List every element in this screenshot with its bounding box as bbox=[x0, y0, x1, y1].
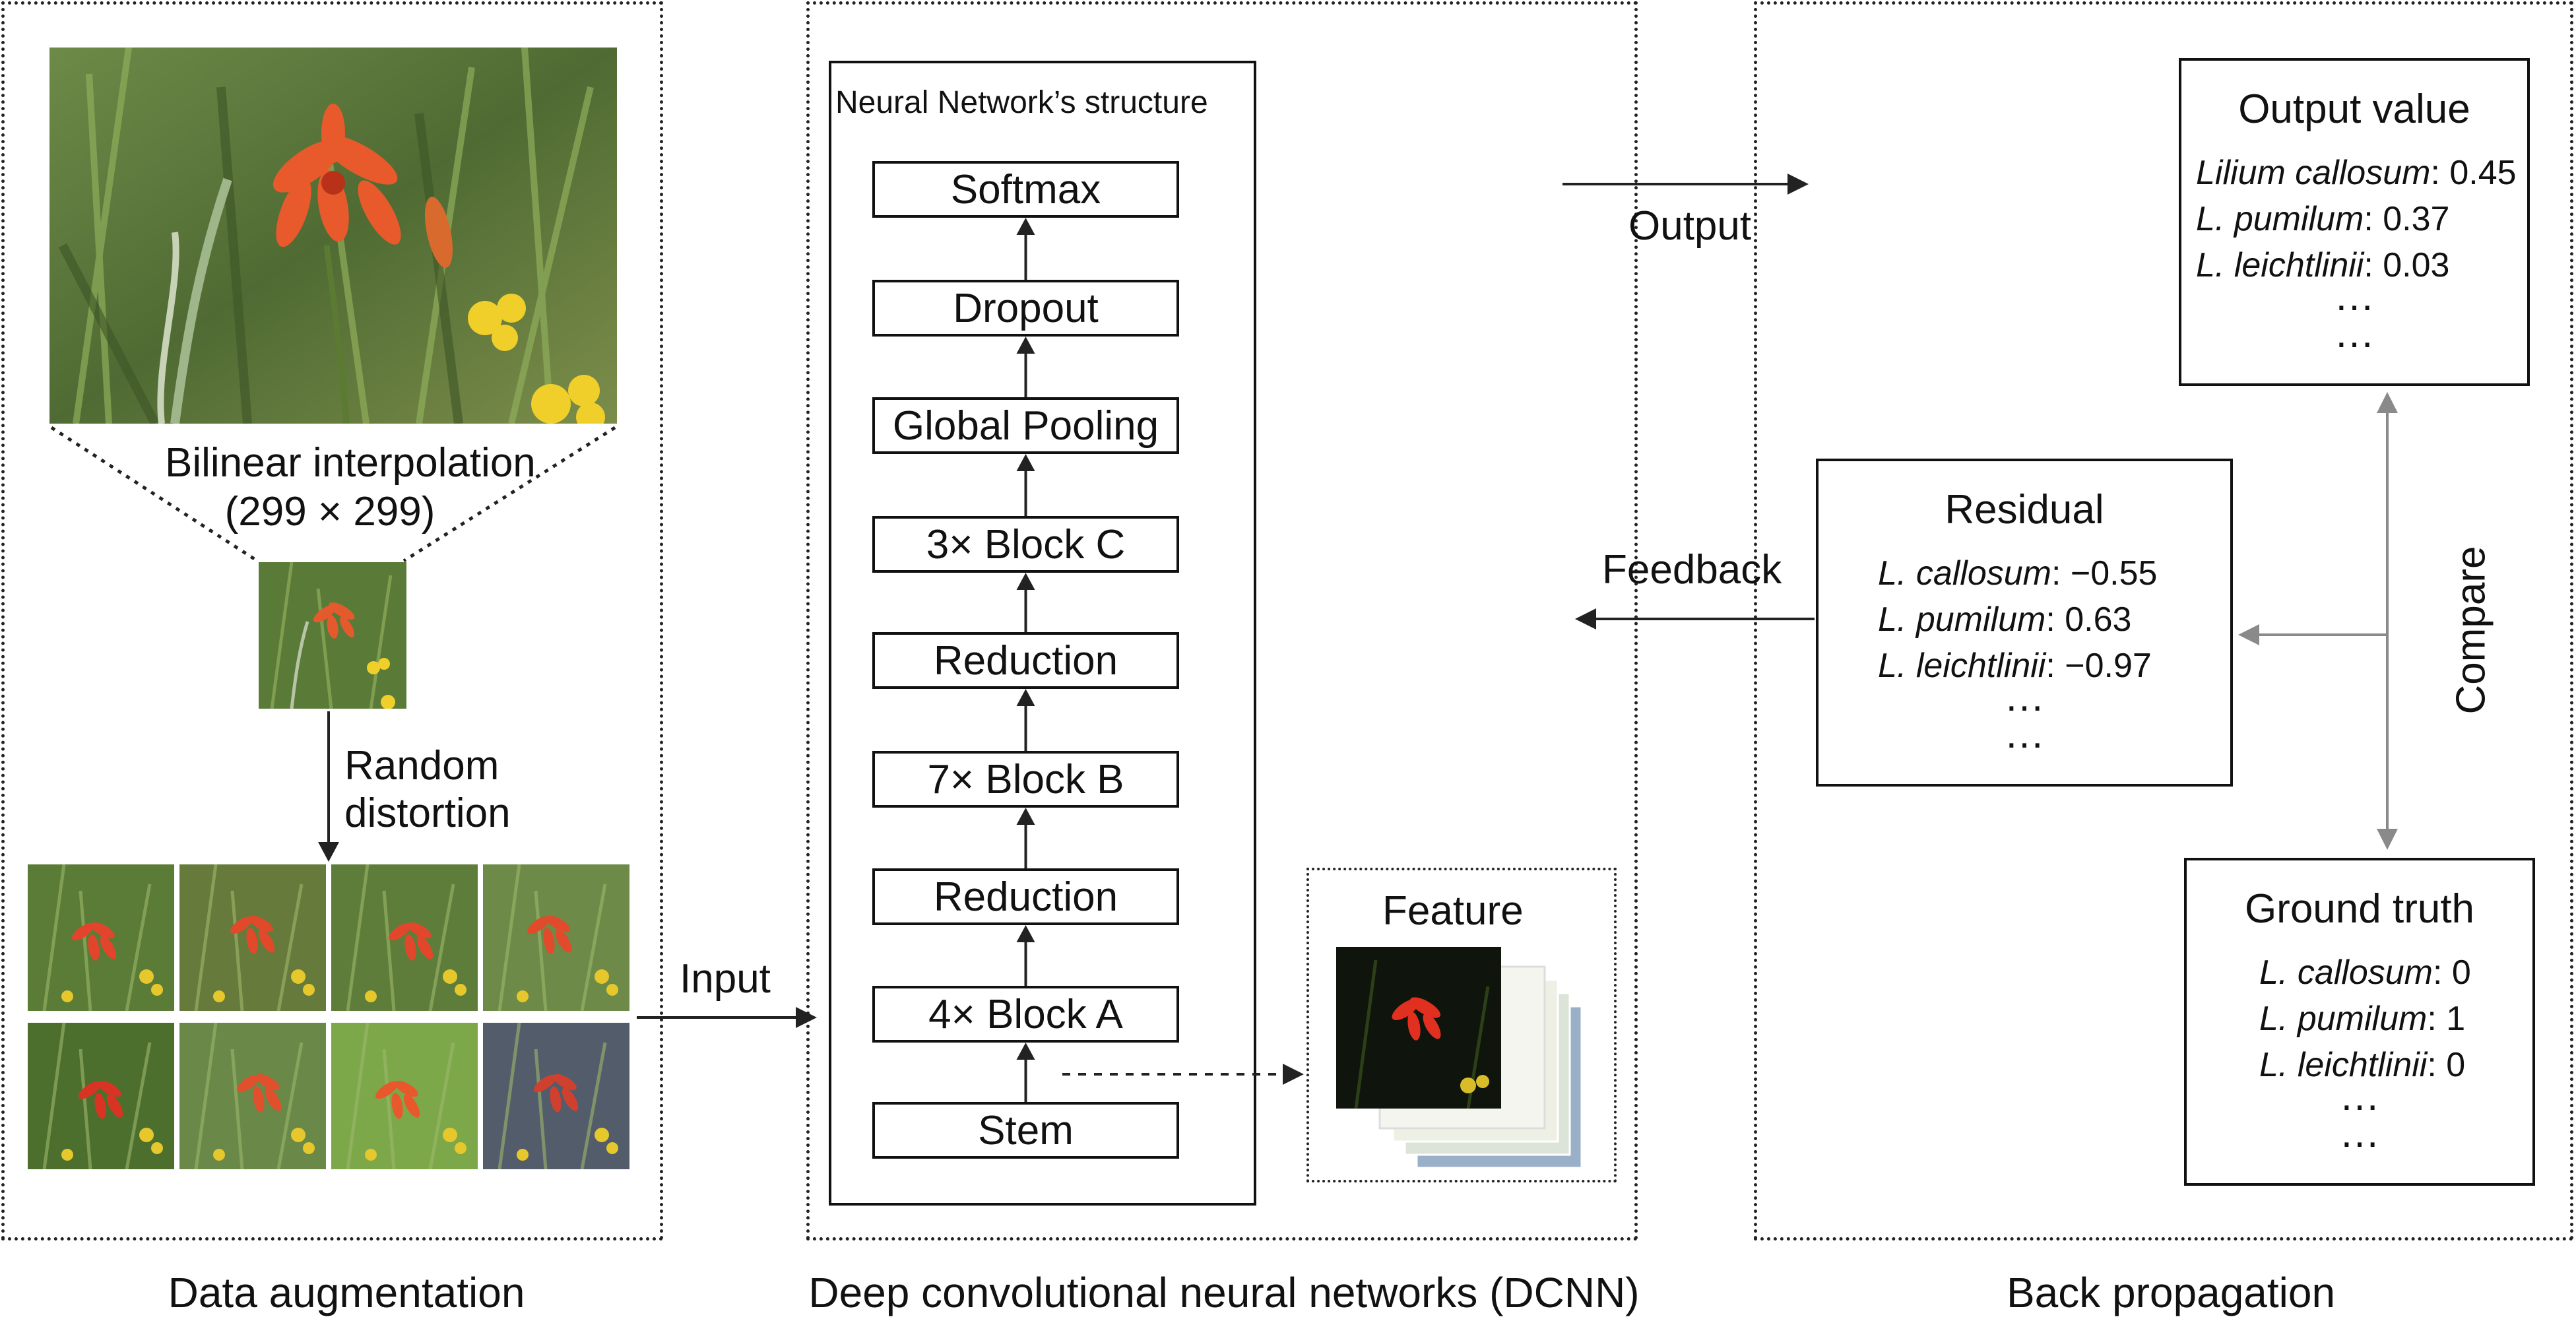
compare-label: Compare bbox=[2448, 546, 2494, 715]
random-label: Random bbox=[344, 743, 499, 789]
lily-photo-large bbox=[49, 48, 617, 424]
output-value-row: L. pumilum: 0.37 bbox=[2196, 199, 2449, 239]
layer-softmax: Softmax bbox=[872, 161, 1179, 218]
layer-4-block-a: 4× Block A bbox=[872, 986, 1179, 1043]
caption-data-augmentation: Data augmentation bbox=[168, 1269, 525, 1316]
caption-back-propagation: Back propagation bbox=[2006, 1269, 2336, 1316]
layer-reduction: Reduction bbox=[872, 868, 1179, 925]
ellipsis: … bbox=[2004, 711, 2045, 757]
ground-truth-title: Ground truth bbox=[2244, 886, 2475, 932]
species-name: Lilium callosum bbox=[2196, 154, 2431, 192]
distortion-label: distortion bbox=[344, 791, 511, 836]
data-augmentation-panel bbox=[1, 1, 663, 1241]
output-value-title: Output value bbox=[2238, 86, 2470, 132]
augmented-image bbox=[331, 864, 478, 1012]
layer-reduction: Reduction bbox=[872, 632, 1179, 689]
residual-row: L. callosum: −0.55 bbox=[1878, 554, 2157, 593]
species-name: L. pumilum bbox=[2259, 1000, 2428, 1038]
ellipsis: … bbox=[2334, 274, 2375, 319]
species-value: : 0.37 bbox=[2364, 200, 2450, 238]
species-value: : −0.55 bbox=[2051, 554, 2158, 593]
augmented-image bbox=[331, 1022, 478, 1170]
output-value-row: Lilium callosum: 0.45 bbox=[2196, 153, 2517, 193]
residual-row: L. leichtlinii: −0.97 bbox=[1878, 646, 2152, 686]
augmented-image bbox=[28, 1022, 174, 1170]
ground-truth-row: L. callosum: 0 bbox=[2259, 953, 2471, 992]
augmented-image-grid bbox=[28, 864, 636, 1170]
augmented-image bbox=[483, 1022, 629, 1170]
species-value: : 0 bbox=[2427, 1046, 2466, 1084]
species-name: L. leichtlinii bbox=[2259, 1046, 2428, 1084]
lily-photo-resized bbox=[259, 562, 406, 709]
layer-global-pooling: Global Pooling bbox=[872, 397, 1179, 454]
bilinear-interpolation-label: Bilinear interpolation bbox=[165, 440, 536, 486]
feature-label: Feature bbox=[1382, 888, 1524, 934]
augmented-image bbox=[28, 864, 174, 1012]
species-value: : 1 bbox=[2427, 1000, 2466, 1038]
feature-maps-stack bbox=[1336, 947, 1597, 1175]
layer-dropout: Dropout bbox=[872, 280, 1179, 337]
species-value: : 0.63 bbox=[2045, 600, 2132, 639]
augmented-image bbox=[179, 864, 326, 1012]
species-name: L. pumilum bbox=[2196, 200, 2364, 238]
feedback-label: Feedback bbox=[1602, 547, 1782, 593]
species-name: L. leichtlinii bbox=[1878, 647, 2046, 685]
ground-truth-row: L. leichtlinii: 0 bbox=[2259, 1045, 2465, 1085]
layer-7-block-b: 7× Block B bbox=[872, 751, 1179, 808]
dcnn-panel bbox=[806, 1, 1638, 1241]
species-value: : −0.97 bbox=[2045, 647, 2152, 685]
augmented-image bbox=[179, 1022, 326, 1170]
residual-row: L. pumilum: 0.63 bbox=[1878, 600, 2131, 639]
caption-dcnn: Deep convolutional neural networks (DCNN… bbox=[808, 1269, 1640, 1316]
species-name: L. callosum bbox=[2259, 953, 2433, 992]
layer-3-block-c: 3× Block C bbox=[872, 516, 1179, 573]
ellipsis: … bbox=[2339, 1074, 2380, 1119]
ellipsis: … bbox=[2339, 1111, 2380, 1156]
ellipsis: … bbox=[2004, 674, 2045, 720]
species-name: L. leichtlinii bbox=[2196, 246, 2364, 284]
output-label: Output bbox=[1628, 203, 1752, 249]
species-value: : 0 bbox=[2433, 953, 2471, 992]
species-value: : 0.03 bbox=[2364, 246, 2450, 284]
species-name: L. pumilum bbox=[1878, 600, 2046, 639]
network-structure-title: Neural Network’s structure bbox=[835, 85, 1208, 120]
ellipsis: … bbox=[2334, 311, 2375, 356]
species-value: : 0.45 bbox=[2430, 154, 2517, 192]
bilinear-size-label: (299 × 299) bbox=[224, 489, 435, 534]
output-value-box: Output value Lilium callosum: 0.45 L. pum… bbox=[2179, 58, 2530, 386]
residual-title: Residual bbox=[1945, 487, 2104, 532]
augmented-image bbox=[483, 864, 629, 1012]
layer-stem: Stem bbox=[872, 1102, 1179, 1159]
ground-truth-row: L. pumilum: 1 bbox=[2259, 999, 2465, 1039]
back-propagation-panel bbox=[1754, 1, 2573, 1241]
species-name: L. callosum bbox=[1878, 554, 2051, 593]
input-label: Input bbox=[680, 956, 771, 1002]
feature-panel bbox=[1306, 868, 1617, 1182]
output-value-row: L. leichtlinii: 0.03 bbox=[2196, 245, 2449, 285]
